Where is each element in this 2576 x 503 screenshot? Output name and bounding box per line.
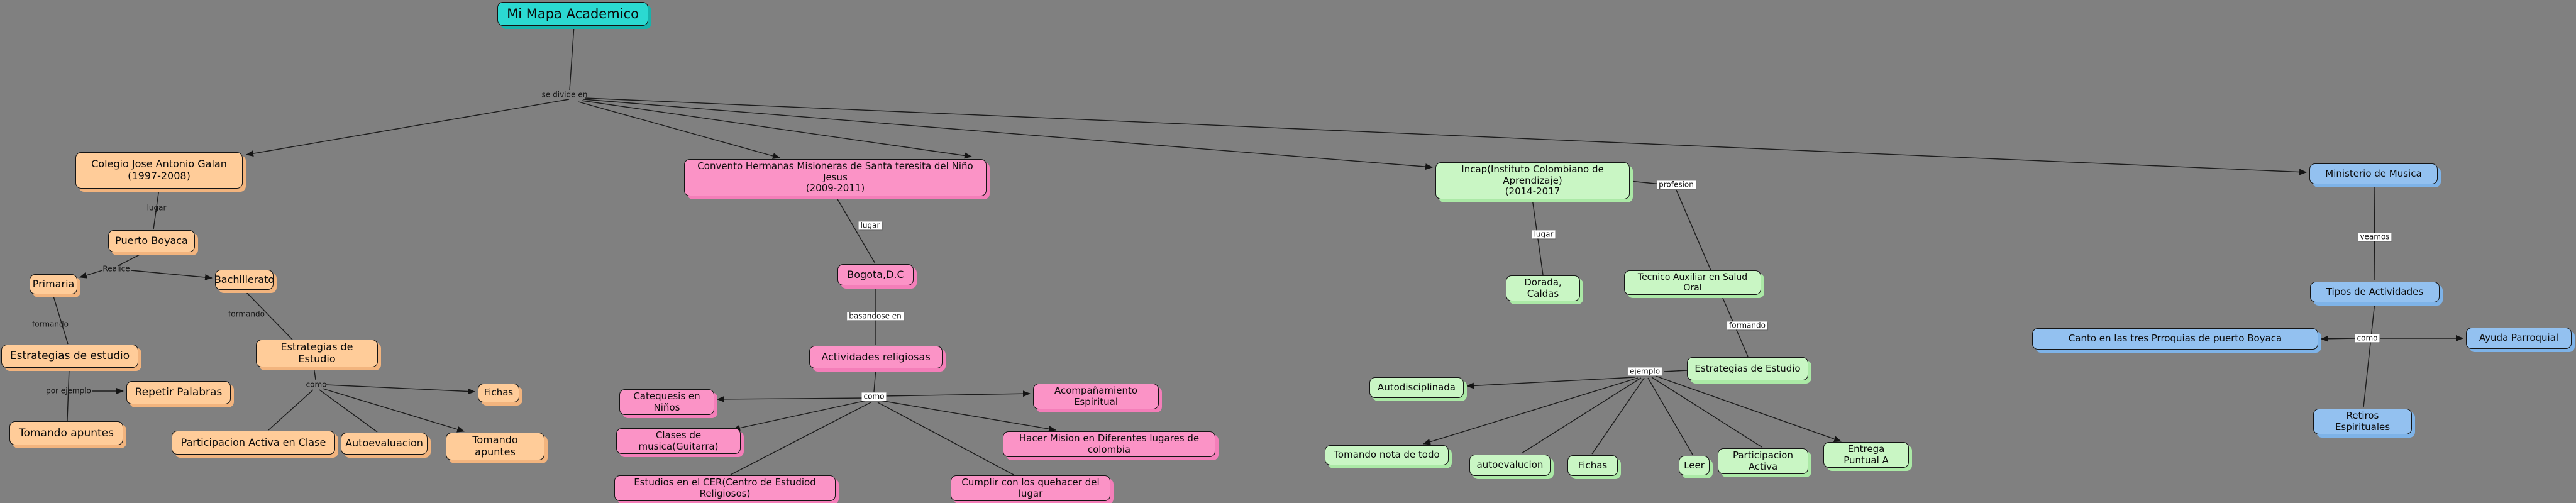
concept-node-actividades-religiosas[interactable]: Actividades religiosas [809, 346, 943, 368]
connector-line [578, 101, 780, 159]
concept-node-estudios-en-el-cer[interactable]: Estudios en el CER(Centro de Estudiod Re… [614, 475, 836, 502]
link-label-se-divide-en[interactable]: se divide en [541, 90, 588, 99]
connector-line [1591, 377, 1645, 455]
concept-node-primaria[interactable]: Primaria [30, 274, 77, 294]
concept-node-tipos-de-actividades[interactable]: Tipos de Actividades [2310, 282, 2440, 302]
concept-node-fichas-bachillerato[interactable]: Fichas [478, 384, 519, 402]
concept-node-fichas-incap[interactable]: Fichas [1567, 455, 1618, 476]
connector-line [717, 395, 866, 402]
concept-node-ministerio-de-musica[interactable]: Ministerio de Musica [2309, 163, 2438, 184]
connector-line [834, 194, 876, 264]
link-label-como-ministerio[interactable]: como [2355, 334, 2380, 343]
link-label-lugar-incap[interactable]: lugar [1532, 230, 1556, 239]
link-label-formando-incap[interactable]: formando [1727, 321, 1767, 330]
connector-line [877, 402, 1014, 475]
link-label-realice[interactable]: Realice [102, 264, 130, 274]
connector-line [67, 367, 70, 421]
concept-node-acompanamiento-espiritual[interactable]: Acompañamiento Espiritual [1033, 384, 1159, 410]
connector-line [153, 188, 160, 230]
concept-node-autodisciplinada[interactable]: Autodisciplinada [1369, 377, 1464, 398]
connector-line [117, 252, 145, 267]
concept-node-autoevalucion-incap[interactable]: autoevalucion [1469, 455, 1551, 476]
concept-node-puerto-boyaca[interactable]: Puerto Boyaca [108, 230, 195, 252]
link-label-formando-primaria[interactable]: formando [32, 319, 69, 329]
concept-node-cumplir-con-los-quehacer[interactable]: Cumplir con los quehacer del lugar [951, 475, 1110, 502]
concept-node-tomando-nota-de-todo[interactable]: Tomando nota de todo [1325, 445, 1449, 465]
connector-line [1647, 377, 1693, 455]
connector-line [583, 99, 1433, 170]
connector-line [322, 388, 465, 433]
connector-line [1466, 377, 1635, 389]
concept-node-convento-hermanas-misioneras[interactable]: Convento Hermanas Misioneras de Santa te… [684, 159, 987, 197]
connector-line [268, 389, 314, 431]
concept-node-autoevaluacion-bachillerato[interactable]: Autoevaluacion [341, 433, 428, 455]
concept-node-clases-de-musica-guitarra[interactable]: Clases de musica(Guitarra) [616, 428, 741, 455]
concept-node-mi-mapa-academico[interactable]: Mi Mapa Academico [497, 2, 648, 26]
concept-node-ayuda-parroquial[interactable]: Ayuda Parroquial [2466, 328, 2572, 349]
concept-node-retiros-espirituales[interactable]: Retiros Espirituales [2313, 409, 2412, 435]
link-label-como-bachillerato[interactable]: como [306, 380, 327, 389]
link-label-ejemplo[interactable]: ejemplo [1627, 367, 1662, 376]
connector-line [882, 390, 1031, 397]
concept-node-tomando-apuntes-primaria[interactable]: Tomando apuntes [9, 421, 123, 445]
link-label-formando-bachillerato[interactable]: formando [228, 309, 265, 319]
concept-node-participacion-activa[interactable]: Participacion Activa [1718, 448, 1808, 475]
connector-line [1521, 377, 1642, 454]
connector-line [1651, 377, 1762, 448]
concept-node-tomando-apuntes-bachillerato[interactable]: Tomando apuntes [446, 433, 544, 460]
connector-line [569, 25, 575, 91]
connector-line [1655, 375, 1842, 443]
connector-line [581, 100, 972, 159]
link-label-lugar-colegio[interactable]: lugar [146, 203, 167, 213]
connector-line [1629, 180, 1662, 185]
concept-node-colegio-jose-antonio-galan[interactable]: Colegio Jose Antonio Galan (1997-2008) [75, 152, 243, 189]
concept-node-estrategias-de-estudio-incap[interactable]: Estrategias de Estudio [1687, 357, 1808, 380]
concept-node-participacion-activa-en-clase[interactable]: Participacion Activa en Clase [172, 431, 335, 455]
connector-line [246, 99, 570, 157]
connector-line [319, 389, 378, 433]
link-label-lugar-convento[interactable]: lugar [858, 221, 882, 230]
connector-line [873, 368, 876, 392]
connector-line [52, 294, 69, 345]
link-label-veamos[interactable]: veamos [2358, 233, 2392, 241]
link-label-profesion[interactable]: profesion [1657, 180, 1696, 189]
connector-line [325, 384, 475, 395]
concept-node-hacer-mision[interactable]: Hacer Mision en Diferentes lugares de co… [1003, 431, 1215, 458]
concept-node-entrega-puntual-a[interactable]: Entrega Puntual A [1823, 442, 1909, 468]
concept-node-catequesis-en-ninos[interactable]: Catequesis en Niños [619, 389, 714, 416]
concept-node-dorada-caldas[interactable]: Dorada, Caldas [1506, 275, 1580, 302]
link-label-como-convento[interactable]: como [861, 392, 887, 401]
link-label-basandose-en[interactable]: basandose en [847, 312, 904, 321]
connector-line [2321, 335, 2356, 342]
concept-node-incap[interactable]: Incap(Instituto Colombiano de Aprendizaj… [1435, 162, 1630, 200]
connector-line [1423, 377, 1639, 445]
concept-node-bachillerato[interactable]: Bachillerato [214, 270, 274, 290]
concept-node-tecnico-auxiliar-salud-oral[interactable]: Tecnico Auxiliar en Salud Oral [1624, 270, 1761, 296]
connector-line [880, 400, 1056, 433]
connector-line [1663, 370, 1688, 372]
connector-line [2363, 302, 2375, 408]
concept-node-canto-en-las-tres-prroquias[interactable]: Canto en las tres Prroquias de puerto Bo… [2032, 328, 2318, 350]
connector-line [243, 289, 293, 340]
concept-node-estrategias-de-estudio-primaria[interactable]: Estrategias de estudio [1, 345, 138, 368]
connector-line [732, 400, 867, 431]
connector-line [79, 270, 103, 279]
link-label-por-ejemplo[interactable]: por ejemplo [46, 386, 91, 395]
connector-line [584, 97, 2307, 175]
connector-line [2374, 184, 2375, 281]
concept-node-estrategias-de-estudio-bachillerato[interactable]: Estrategias de Estudio [256, 340, 378, 367]
connector-line [130, 270, 213, 280]
concept-node-leer[interactable]: Leer [1679, 456, 1710, 475]
concept-node-repetir-palabras[interactable]: Repetir Palabras [126, 381, 231, 404]
concept-node-bogota-dc[interactable]: Bogota,D.C [837, 264, 914, 285]
connector-line [730, 402, 871, 475]
